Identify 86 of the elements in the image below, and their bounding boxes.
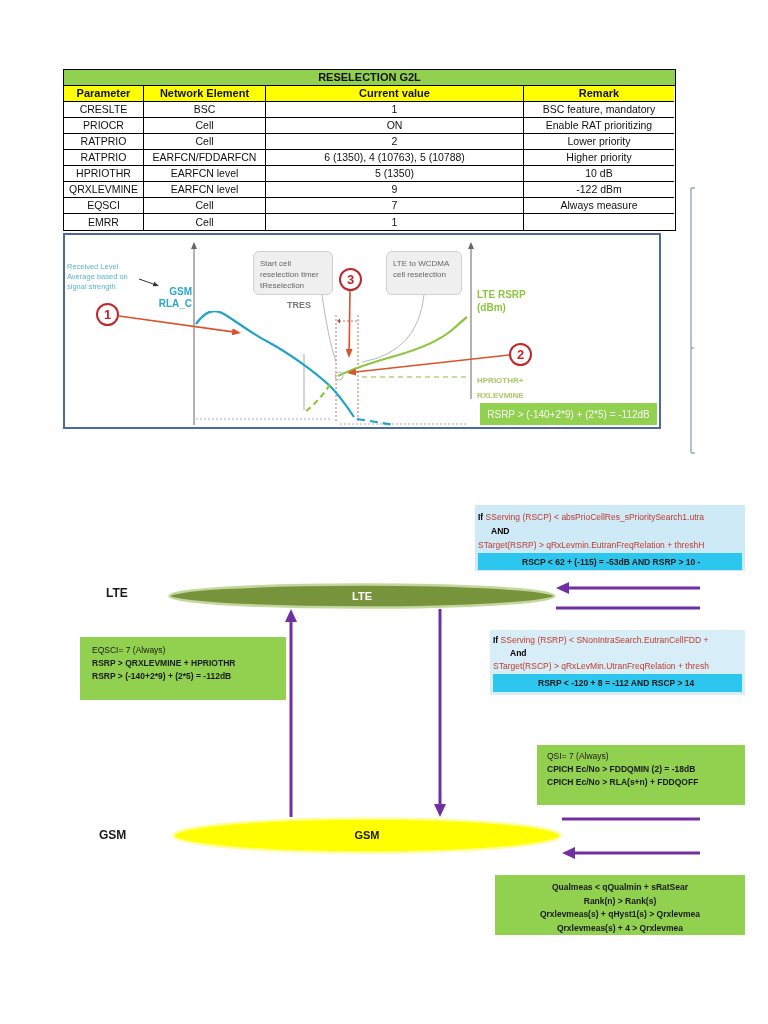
result-band: RSRP < -120 + 8 = -112 AND RSCP > 14	[493, 674, 742, 692]
table-title: RESELECTION G2L	[64, 70, 675, 86]
table-cell: Cell	[144, 134, 266, 150]
table-cell: Cell	[144, 198, 266, 214]
formula-box: RSRP > (-140+2*9) + (2*5) = -112dB	[480, 403, 657, 425]
table-cell: CRESLTE	[64, 102, 144, 118]
table-cell: 10 dB	[524, 166, 674, 182]
condition-text: And	[509, 647, 527, 660]
formula-text: CPICH Ec/No > RLA(s+n) + FDDQOFF	[547, 776, 699, 789]
table-cell: HPRIOTHR	[64, 166, 144, 182]
network-ellipse: LTE	[168, 583, 556, 609]
chart-panel	[63, 233, 661, 429]
formula-text: RSRP > QRXLEVMINE + HPRIOTHR	[92, 657, 236, 670]
table-cell: RATPRIO	[64, 150, 144, 166]
callout-number: 2	[509, 343, 532, 366]
table-cell: BSC feature, mandatory	[524, 102, 674, 118]
leader-arrow	[118, 315, 240, 336]
table-cell: RATPRIO	[64, 134, 144, 150]
table-cell: EARFCN/FDDARFCN	[144, 150, 266, 166]
column-header: Current value	[266, 86, 524, 102]
table-cell: Higher priority	[524, 150, 674, 166]
arrow	[556, 582, 700, 594]
table-cell: 1	[266, 102, 524, 118]
table-cell: 6 (1350), 4 (10763), 5 (10788)	[266, 150, 524, 166]
result-band: RSCP < 62 + (-115) = -53dB AND RSRP > 10 -	[478, 553, 742, 570]
condition-text: If SServing (RSRP) < SNonIntraSearch.EutranCellFDD +	[493, 634, 709, 647]
table-cell: Always measure	[524, 198, 674, 214]
table-cell: EMRR	[64, 214, 144, 230]
table-cell: 1	[266, 214, 524, 230]
table-cell: 5 (1350)	[266, 166, 524, 182]
column-header: Parameter	[64, 86, 144, 102]
formula-text: Qrxlevmeas(s) + qHyst1(s) > Qrxlevmea	[539, 908, 701, 921]
leader-arrow	[348, 354, 510, 376]
leader-line	[361, 294, 425, 363]
curve-label: GSM RLA_C	[150, 286, 192, 312]
curve-label: LTE RSRP (dBm)	[477, 288, 527, 314]
table-cell: Cell	[144, 118, 266, 134]
table-cell: EARFCN level	[144, 166, 266, 182]
table-cell: 9	[266, 182, 524, 198]
callout-box: Start cell reselection timer tReselection	[253, 251, 333, 295]
arrow	[434, 609, 446, 817]
layer-label: GSM	[99, 827, 127, 844]
formula-text: Rank(n) > Rank(s)	[583, 894, 657, 908]
table-cell: 2	[266, 134, 524, 150]
table-cell: Enable RAT prioritizing	[524, 118, 674, 134]
formula-text: CPICH Ec/No > FDDQMIN (2) = -18dB	[547, 763, 696, 776]
callout-number: 1	[96, 303, 119, 326]
formula-text: QSI= 7 (Always)	[547, 750, 609, 763]
connector-line	[562, 817, 700, 821]
connector-line	[556, 606, 700, 610]
timer-label: TRES	[287, 300, 311, 311]
arrow	[562, 847, 700, 859]
arrow	[138, 278, 159, 287]
condition-text: AND	[490, 525, 510, 538]
table-cell: EARFCN level	[144, 182, 266, 198]
formula-text: EQSCI= 7 (Always)	[92, 644, 166, 657]
layer-label: LTE	[106, 585, 128, 602]
condition-text: STarget(RSRP) > qRxLevmin.EutranFreqRelation + threshH	[478, 539, 705, 552]
table-cell: PRIOCR	[64, 118, 144, 134]
condition-box	[490, 630, 745, 695]
network-ellipse: GSM	[172, 817, 562, 854]
table-cell: Lower priority	[524, 134, 674, 150]
table-cell: EQSCI	[64, 198, 144, 214]
condition-box	[475, 505, 745, 571]
table-cell: 7	[266, 198, 524, 214]
table-cell: QRXLEVMINE	[64, 182, 144, 198]
threshold-label: HPRIOTHR+ RXLEVMINE	[477, 375, 525, 402]
formula-box	[537, 745, 745, 805]
condition-text: If SServing (RSCP) < absPrioCellRes_sPrioritySearch1.utra	[478, 511, 705, 524]
formula-box	[80, 637, 286, 700]
column-header: Network Element	[144, 86, 266, 102]
table-cell: BSC	[144, 102, 266, 118]
callout-box: LTE to WCDMA cell reselection	[386, 251, 462, 295]
formula-text: Qrxlevmeas(s) + 4 > Qrxlevmea	[556, 921, 684, 935]
table-cell: ON	[266, 118, 524, 134]
leader-arrow	[345, 290, 353, 357]
callout-number: 3	[339, 268, 362, 291]
table-cell: -122 dBm	[524, 182, 674, 198]
formula-text: Qualmeas < qQualmin + sRatSear	[551, 881, 689, 894]
arrow	[285, 609, 297, 817]
leader-line	[321, 294, 337, 363]
column-header: Remark	[524, 86, 674, 102]
formula-box	[495, 875, 745, 935]
formula-text: RSRP > (-140+2*9) + (2*5) = -112dB	[92, 670, 232, 683]
condition-text: STarget(RSCP) > qRxLevMin.UtranFreqRelation + thresh	[493, 660, 709, 673]
table-cell: Cell	[144, 214, 266, 230]
